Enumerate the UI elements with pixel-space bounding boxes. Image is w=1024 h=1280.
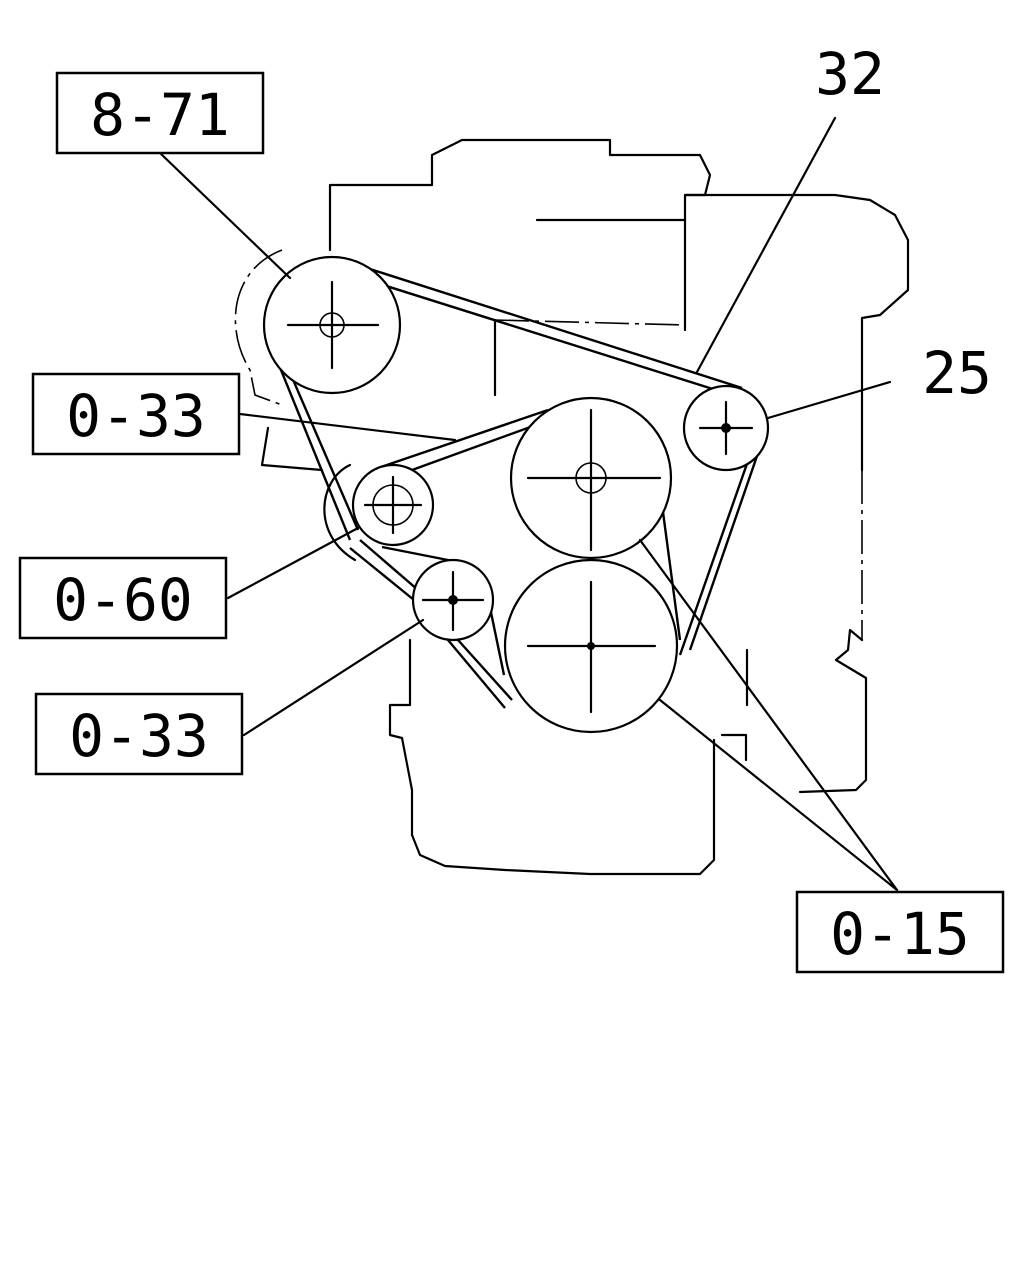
callout-label-0-60: 0-60 [53, 566, 193, 634]
callout-32: 32 [815, 40, 885, 108]
crankshaft-pulley [503, 558, 679, 734]
callout-0-15: 0-15 [795, 890, 1005, 974]
engine-outline [234, 138, 910, 876]
callout-label-0-33-upper: 0-33 [66, 382, 206, 450]
callout-8-71: 8-71 [55, 71, 265, 155]
callout-0-33-upper: 0-33 [31, 372, 241, 456]
callout-label-0-15: 0-15 [830, 900, 970, 968]
leader-lines [158, 116, 899, 892]
callout-label-25: 25 [922, 339, 992, 407]
callout-25: 25 [922, 339, 992, 407]
water-pump-pulley [509, 396, 673, 560]
callout-label-32: 32 [815, 40, 885, 108]
callout-0-60: 0-60 [18, 556, 228, 640]
callout-label-0-33-lower: 0-33 [69, 702, 209, 770]
callout-label-8-71: 8-71 [90, 81, 230, 149]
tensioner-pulley [682, 384, 770, 472]
idler-pulley-lower [411, 558, 495, 642]
alternator-pulley [262, 255, 402, 395]
callout-0-33-lower: 0-33 [34, 692, 244, 776]
idler-pulley-upper [351, 463, 435, 547]
